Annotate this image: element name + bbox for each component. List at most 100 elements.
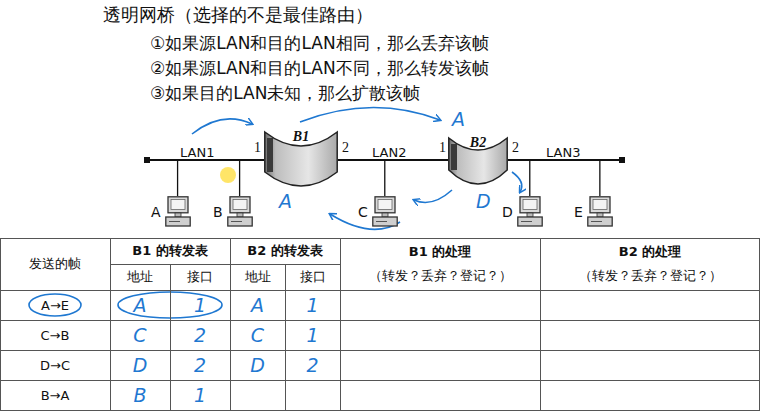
handwritten-note: A <box>279 190 292 212</box>
computer-part <box>588 217 612 226</box>
bridge-port-plate <box>267 138 273 172</box>
handwritten-note: A <box>452 108 465 130</box>
network-cable <box>529 160 530 196</box>
bridge: B2 <box>448 134 508 186</box>
table-header: B1 的处理 <box>340 239 540 264</box>
handwritten-cell: 2 <box>285 350 340 380</box>
table-header: （转发？丢弃？登记？） <box>340 263 540 289</box>
computer-icon <box>227 196 253 228</box>
table-cell: A→E <box>0 290 110 320</box>
computer-label: E <box>574 204 583 220</box>
network-cable <box>508 159 522 161</box>
table-header: 地址 <box>110 264 170 290</box>
handwritten-cell: D <box>110 350 170 380</box>
network-cable <box>384 160 385 196</box>
handwritten-cell: B <box>110 380 170 410</box>
computer-part <box>593 200 607 210</box>
table-cell: D→C <box>0 350 110 380</box>
computer-part <box>591 221 602 222</box>
handwritten-cell: 2 <box>170 320 230 350</box>
computer-part <box>590 197 610 213</box>
table-header: 接口 <box>170 264 230 290</box>
computer-part <box>376 221 387 222</box>
computer-part <box>168 197 188 213</box>
title: 透明网桥（选择的不是最佳路由） <box>103 4 373 26</box>
computer: A <box>151 196 191 228</box>
port-number: 1 <box>253 140 262 156</box>
table-header: 地址 <box>230 264 285 290</box>
bridge-label: B2 <box>448 135 508 151</box>
handwritten-cell: 2 <box>170 350 230 380</box>
rule-text: ①如果源LAN和目的LAN相同，那么丢弃该帧 <box>150 32 489 54</box>
computer-part <box>523 200 537 210</box>
table-header: B2 的转发表 <box>230 238 340 264</box>
computer-label: B <box>213 204 223 220</box>
computer-part <box>171 200 185 210</box>
computer: E <box>574 196 613 228</box>
network-cable <box>250 159 264 161</box>
table-grid <box>0 238 760 411</box>
lan-segment: LAN2 <box>352 143 436 161</box>
handwritten-cell: D <box>230 350 285 380</box>
computer-part <box>227 217 251 226</box>
computer: C <box>358 196 398 228</box>
lan-label: LAN3 <box>546 145 580 160</box>
rule-text: ③如果目的LAN未知，那么扩散该帧 <box>150 82 420 104</box>
table-cell: B→A <box>0 380 110 410</box>
computer-part <box>521 221 532 222</box>
handwritten-cell: 1 <box>170 380 230 410</box>
table-cell: C→B <box>0 320 110 350</box>
computer-label: D <box>502 204 513 220</box>
network-cable <box>599 160 600 196</box>
port-number: 2 <box>341 140 350 156</box>
computer-label: C <box>358 204 368 220</box>
table-header: B2 的处理 <box>540 239 760 264</box>
computer-part <box>373 217 397 226</box>
lan-label: LAN2 <box>372 145 406 160</box>
lan-label: LAN1 <box>180 145 214 160</box>
computer-icon <box>372 196 398 228</box>
table-header: 发送的帧 <box>0 238 110 290</box>
table-header: （转发？丢弃？登记？） <box>540 263 760 289</box>
computer-label: A <box>151 204 161 220</box>
handwritten-cell: A <box>230 290 285 320</box>
computer-icon <box>587 196 613 228</box>
table-header: 接口 <box>285 264 340 290</box>
computer: B <box>213 196 253 228</box>
handwritten-cell: 1 <box>170 290 230 320</box>
bridge-port-plate <box>451 144 457 170</box>
computer-icon <box>517 196 543 228</box>
cursor-highlight <box>220 167 236 183</box>
computer-part <box>165 217 189 226</box>
handwritten-cell: A <box>110 290 170 320</box>
computer: D <box>502 196 543 228</box>
handwritten-arrows <box>29 107 522 318</box>
network-cable <box>338 159 352 161</box>
lan-segment: LAN3 <box>522 143 620 161</box>
bridge-label: B1 <box>264 129 338 145</box>
computer-part <box>169 221 180 222</box>
computer-part <box>230 197 250 213</box>
handwritten-cell: 1 <box>285 320 340 350</box>
handwritten-cell: 1 <box>285 290 340 320</box>
port-number: 2 <box>511 140 520 156</box>
lan-segment: LAN1 <box>150 143 250 161</box>
computer-part <box>375 197 395 213</box>
computer-part <box>233 200 247 210</box>
bridge: B1 <box>264 128 338 188</box>
network-cable <box>177 160 178 196</box>
network-cable <box>239 160 240 196</box>
computer-part <box>520 197 540 213</box>
handwritten-cell: C <box>110 320 170 350</box>
network-cable <box>436 159 448 161</box>
handwritten-cell: C <box>230 320 285 350</box>
computer-part <box>231 221 242 222</box>
computer-part <box>378 200 392 210</box>
table-header: B1 的转发表 <box>110 238 230 264</box>
computer-icon <box>165 196 191 228</box>
computer-part <box>518 217 542 226</box>
port-number: 1 <box>438 140 447 156</box>
rule-text: ②如果源LAN和目的LAN不同，那么转发该帧 <box>150 57 489 79</box>
handwritten-note: D <box>476 190 491 212</box>
